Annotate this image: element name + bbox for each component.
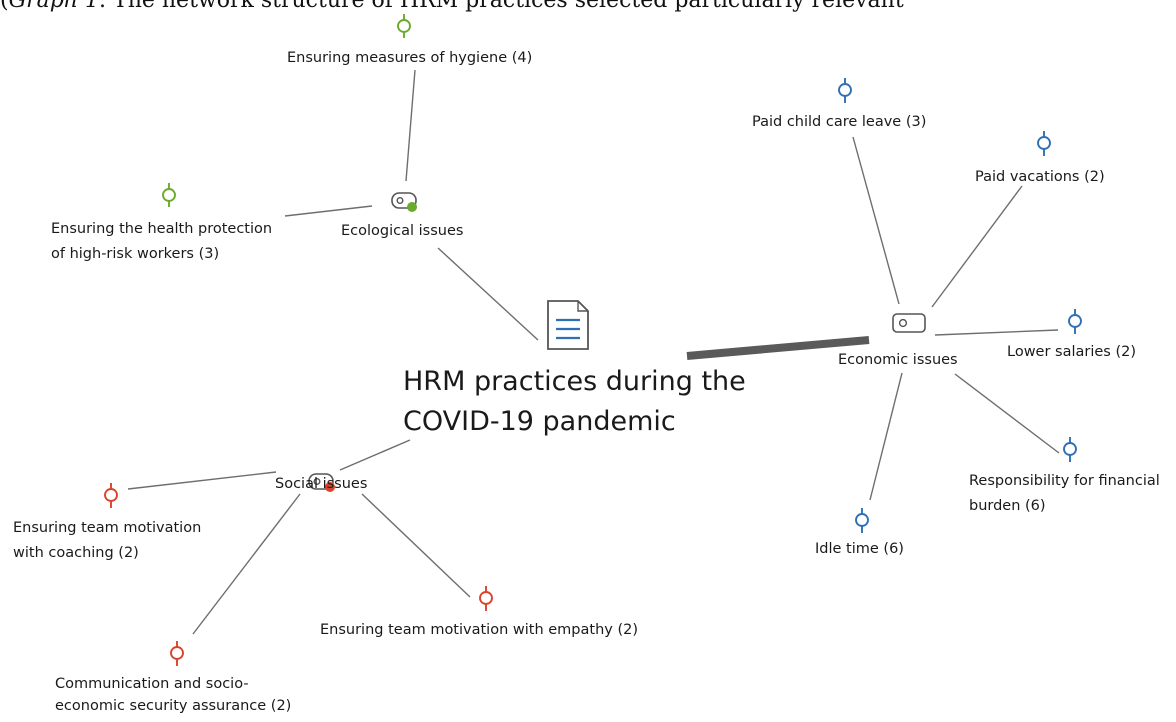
category-label-social: Social issues: [275, 476, 368, 492]
edge-ecological-hygiene: [405, 69, 416, 182]
code-marker-icon-health: [162, 183, 176, 207]
center-title-line-2: COVID-19 pandemic: [403, 406, 676, 437]
edge-social-center: [339, 439, 411, 471]
code-label-childcare: Paid child care leave (3): [752, 114, 927, 130]
document-icon: [547, 300, 589, 350]
header-fragment: (Graph 1. The network structure of HRM p…: [0, 0, 904, 13]
code-marker-icon-childcare: [838, 78, 852, 103]
tag-icon-ecological: [391, 192, 417, 212]
edges: [127, 69, 1060, 635]
code-marker-icon-vacations: [1037, 131, 1051, 156]
edge-social-communication: [192, 493, 301, 635]
code-marker-icon-communication: [170, 641, 184, 666]
edge-economic-salaries: [934, 329, 1059, 336]
center-node-title: HRM practices during the COVID-19 pandem…: [403, 362, 746, 442]
edge-ecological-center: [437, 247, 539, 341]
code-label-communication-line1: Communication and socio-: [55, 676, 249, 692]
code-marker-icon-hygiene: [397, 14, 411, 38]
code-marker-icon-salaries: [1068, 309, 1082, 334]
edge-economic-center-strong: [686, 336, 870, 360]
code-label-financial-line1: Responsibility for financial: [969, 473, 1160, 489]
tag-icon-social: [308, 473, 335, 492]
code-marker-icon-idle: [855, 508, 869, 533]
code-label-health-line1: Ensuring the health protection: [51, 221, 273, 237]
edge-social-coaching: [127, 471, 277, 490]
code-marker-icon-financial: [1063, 437, 1077, 462]
category-label-economic: Economic issues: [838, 352, 958, 368]
code-label-financial-line2: burden (6): [969, 498, 1046, 514]
code-label-coaching-line2: with coaching (2): [13, 545, 139, 561]
code-marker-icon-coaching: [104, 483, 118, 508]
code-label-idle: Idle time (6): [815, 541, 904, 557]
edge-economic-childcare: [852, 136, 900, 305]
code-label-hygiene: Ensuring measures of hygiene (4): [287, 50, 533, 66]
code-label-health-line2: of high-risk workers (3): [51, 246, 220, 262]
code-label-communication-line2: economic security assurance (2): [55, 698, 292, 714]
edge-ecological-health: [284, 205, 373, 217]
tag-icon-economic: [892, 313, 926, 333]
code-marker-icon-empathy: [479, 586, 493, 611]
edge-economic-vacations: [931, 185, 1023, 308]
center-title-line-1: HRM practices during the: [403, 366, 746, 397]
code-label-empathy: Ensuring team motivation with empathy (2…: [320, 622, 638, 638]
code-label-vacations: Paid vacations (2): [975, 169, 1105, 185]
edge-economic-financial: [954, 373, 1060, 454]
code-label-salaries: Lower salaries (2): [1007, 344, 1137, 360]
code-label-coaching-line1: Ensuring team motivation: [13, 520, 202, 536]
edge-social-empathy: [361, 493, 471, 598]
category-label-ecological: Ecological issues: [341, 223, 464, 239]
edge-economic-idle: [869, 372, 903, 501]
